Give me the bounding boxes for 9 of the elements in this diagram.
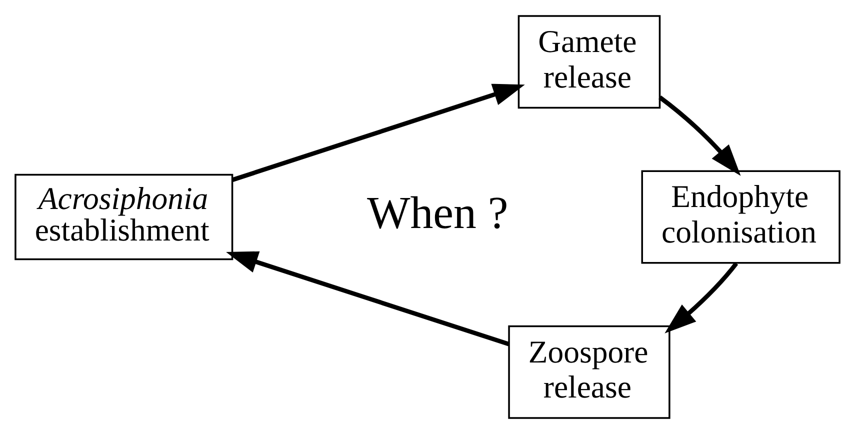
arrow xyxy=(664,262,738,334)
label: When ? xyxy=(367,187,508,238)
arrow xyxy=(226,251,510,346)
node-box: Gamete release xyxy=(518,15,661,109)
node-box: Acrosiphonia establishment xyxy=(14,174,234,260)
node-box: Endophyte colonisation xyxy=(641,170,840,264)
arrow xyxy=(232,84,525,182)
node-box: Zoospore release xyxy=(508,325,670,419)
arrow xyxy=(658,96,741,176)
